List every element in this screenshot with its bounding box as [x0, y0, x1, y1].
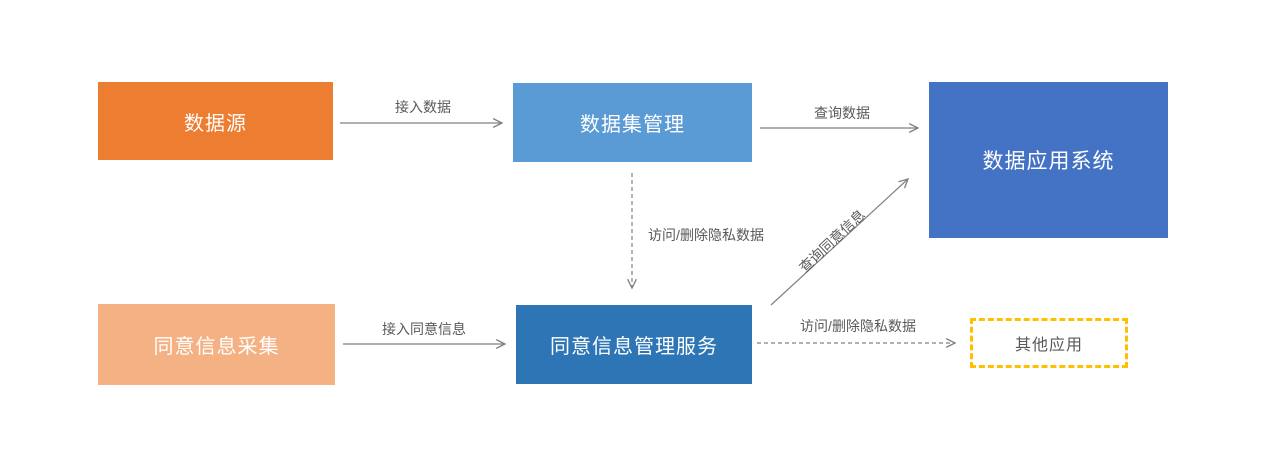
edge-label-access-delete-private-data-horizontal: 访问/删除隐私数据 — [800, 318, 916, 334]
node-consent-management-service: 同意信息管理服务 — [516, 305, 752, 384]
node-consent-collection-label: 同意信息采集 — [153, 336, 280, 358]
node-data-application-system-label: 数据应用系统 — [982, 150, 1115, 173]
edge-label-access-delete-private-data-vertical: 访问/删除隐私数据 — [648, 227, 764, 243]
node-dataset-management-label: 数据集管理 — [580, 114, 685, 136]
edge-label-access-data: 接入数据 — [395, 99, 451, 115]
edge-label-access-consent-info: 接入同意信息 — [382, 321, 466, 337]
node-other-applications: 其他应用 — [970, 318, 1128, 368]
node-data-source: 数据源 — [98, 82, 333, 160]
edge-label-query-consent-info: 查询同意信息 — [795, 206, 869, 276]
node-consent-collection: 同意信息采集 — [98, 304, 335, 385]
node-consent-management-service-label: 同意信息管理服务 — [550, 336, 718, 358]
node-data-source-label: 数据源 — [184, 112, 247, 135]
node-other-applications-label: 其他应用 — [1014, 337, 1083, 354]
node-dataset-management: 数据集管理 — [513, 83, 752, 162]
node-data-application-system: 数据应用系统 — [929, 82, 1168, 238]
edge-label-query-data: 查询数据 — [814, 105, 870, 121]
